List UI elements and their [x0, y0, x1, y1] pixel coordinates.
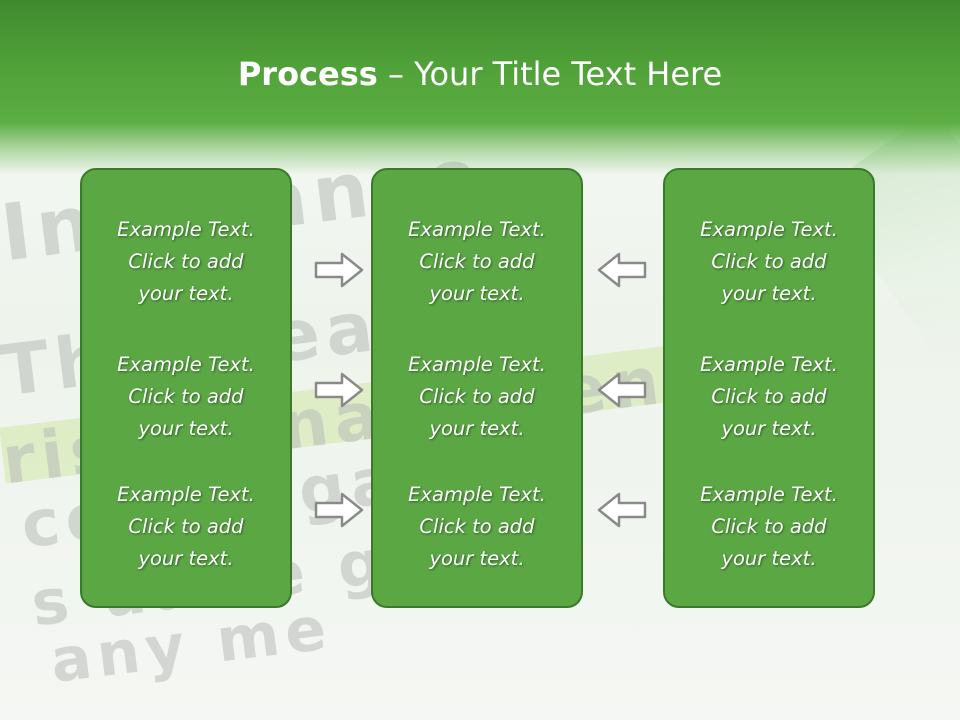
process-box-right[interactable]: Example Text. Click to add your text. Ex… [663, 168, 875, 608]
text-block[interactable]: Example Text. Click to add your text. [665, 349, 873, 445]
text-line: Example Text. [408, 353, 546, 376]
text-line: your text. [721, 282, 817, 305]
text-line: Example Text. [117, 218, 255, 241]
title-bar [0, 0, 960, 175]
text-line: your text. [138, 282, 234, 305]
left-arrow-icon[interactable] [597, 252, 647, 288]
text-line: your text. [138, 417, 234, 440]
text-line: your text. [721, 417, 817, 440]
text-line: Example Text. [408, 483, 546, 506]
text-line: Click to add [419, 385, 535, 408]
text-block[interactable]: Example Text. Click to add your text. [373, 349, 581, 445]
text-line: your text. [138, 547, 234, 570]
text-block[interactable]: Example Text. Click to add your text. [373, 214, 581, 310]
right-arrow-icon[interactable] [314, 372, 364, 408]
text-line: your text. [429, 547, 525, 570]
text-block[interactable]: Example Text. Click to add your text. [665, 479, 873, 575]
text-line: Click to add [128, 385, 244, 408]
right-arrow-icon[interactable] [314, 492, 364, 528]
text-line: Example Text. [117, 353, 255, 376]
text-line: Click to add [128, 250, 244, 273]
text-line: Click to add [419, 515, 535, 538]
text-line: Example Text. [408, 218, 546, 241]
process-box-left[interactable]: Example Text. Click to add your text. Ex… [80, 168, 292, 608]
text-block[interactable]: Example Text. Click to add your text. [82, 214, 290, 310]
right-arrow-icon[interactable] [314, 252, 364, 288]
text-line: Example Text. [117, 483, 255, 506]
text-line: your text. [429, 282, 525, 305]
text-line: Click to add [711, 385, 827, 408]
process-box-center[interactable]: Example Text. Click to add your text. Ex… [371, 168, 583, 608]
slide-title[interactable]: Process – Your Title Text Here [0, 48, 960, 100]
text-line: Example Text. [700, 353, 838, 376]
left-arrow-icon[interactable] [597, 492, 647, 528]
text-line: Click to add [711, 515, 827, 538]
text-line: Click to add [711, 250, 827, 273]
text-line: Example Text. [700, 218, 838, 241]
text-line: Click to add [419, 250, 535, 273]
text-line: your text. [721, 547, 817, 570]
text-block[interactable]: Example Text. Click to add your text. [373, 479, 581, 575]
text-line: Example Text. [700, 483, 838, 506]
text-block[interactable]: Example Text. Click to add your text. [665, 214, 873, 310]
left-arrow-icon[interactable] [597, 372, 647, 408]
text-line: your text. [429, 417, 525, 440]
text-line: Click to add [128, 515, 244, 538]
text-block[interactable]: Example Text. Click to add your text. [82, 349, 290, 445]
text-block[interactable]: Example Text. Click to add your text. [82, 479, 290, 575]
title-rest: – Your Title Text Here [377, 55, 723, 93]
title-bold: Process [237, 55, 378, 93]
